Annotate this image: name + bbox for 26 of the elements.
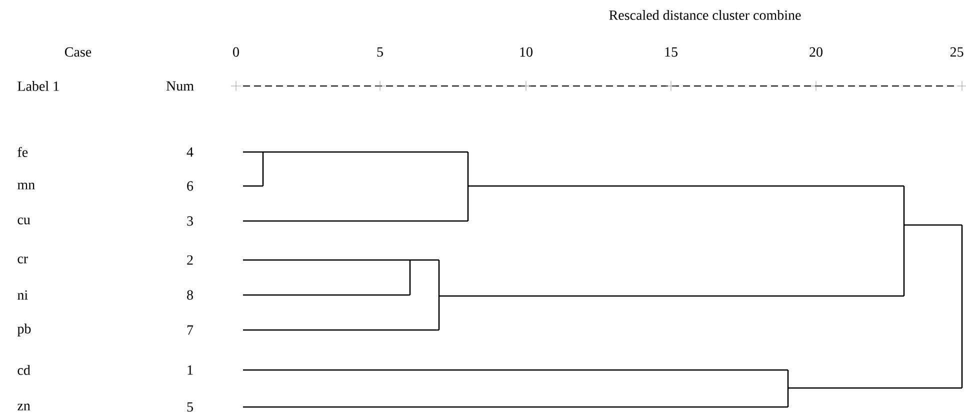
column-header: Case xyxy=(64,47,92,57)
tick-label: 20 xyxy=(810,47,822,57)
tick-label: 25 xyxy=(950,47,964,57)
case-number: 3 xyxy=(187,216,193,226)
case-number: 6 xyxy=(187,181,194,191)
case-number: 5 xyxy=(187,402,193,412)
column-header: Label 1 xyxy=(18,81,59,91)
tick-label: 10 xyxy=(520,47,532,57)
case-label: fe xyxy=(18,147,28,157)
case-label: mn xyxy=(18,182,35,190)
column-header: Num xyxy=(166,81,194,91)
case-label: zn xyxy=(18,404,30,410)
tick-label: 5 xyxy=(377,47,383,57)
case-number: 2 xyxy=(187,255,193,265)
case-number: 8 xyxy=(187,290,193,300)
case-number: 7 xyxy=(187,325,194,335)
axis-title: Rescaled distance cluster combine xyxy=(609,10,801,20)
case-number: 4 xyxy=(186,147,194,157)
case-label: ni xyxy=(18,290,28,300)
case-number: 1 xyxy=(188,365,193,375)
case-label: cd xyxy=(18,365,30,375)
tick-label: 15 xyxy=(665,47,678,57)
case-label: cu xyxy=(18,218,30,224)
case-label: pb xyxy=(17,324,31,336)
tick-label: 0 xyxy=(233,47,239,57)
case-label: cr xyxy=(18,256,28,264)
